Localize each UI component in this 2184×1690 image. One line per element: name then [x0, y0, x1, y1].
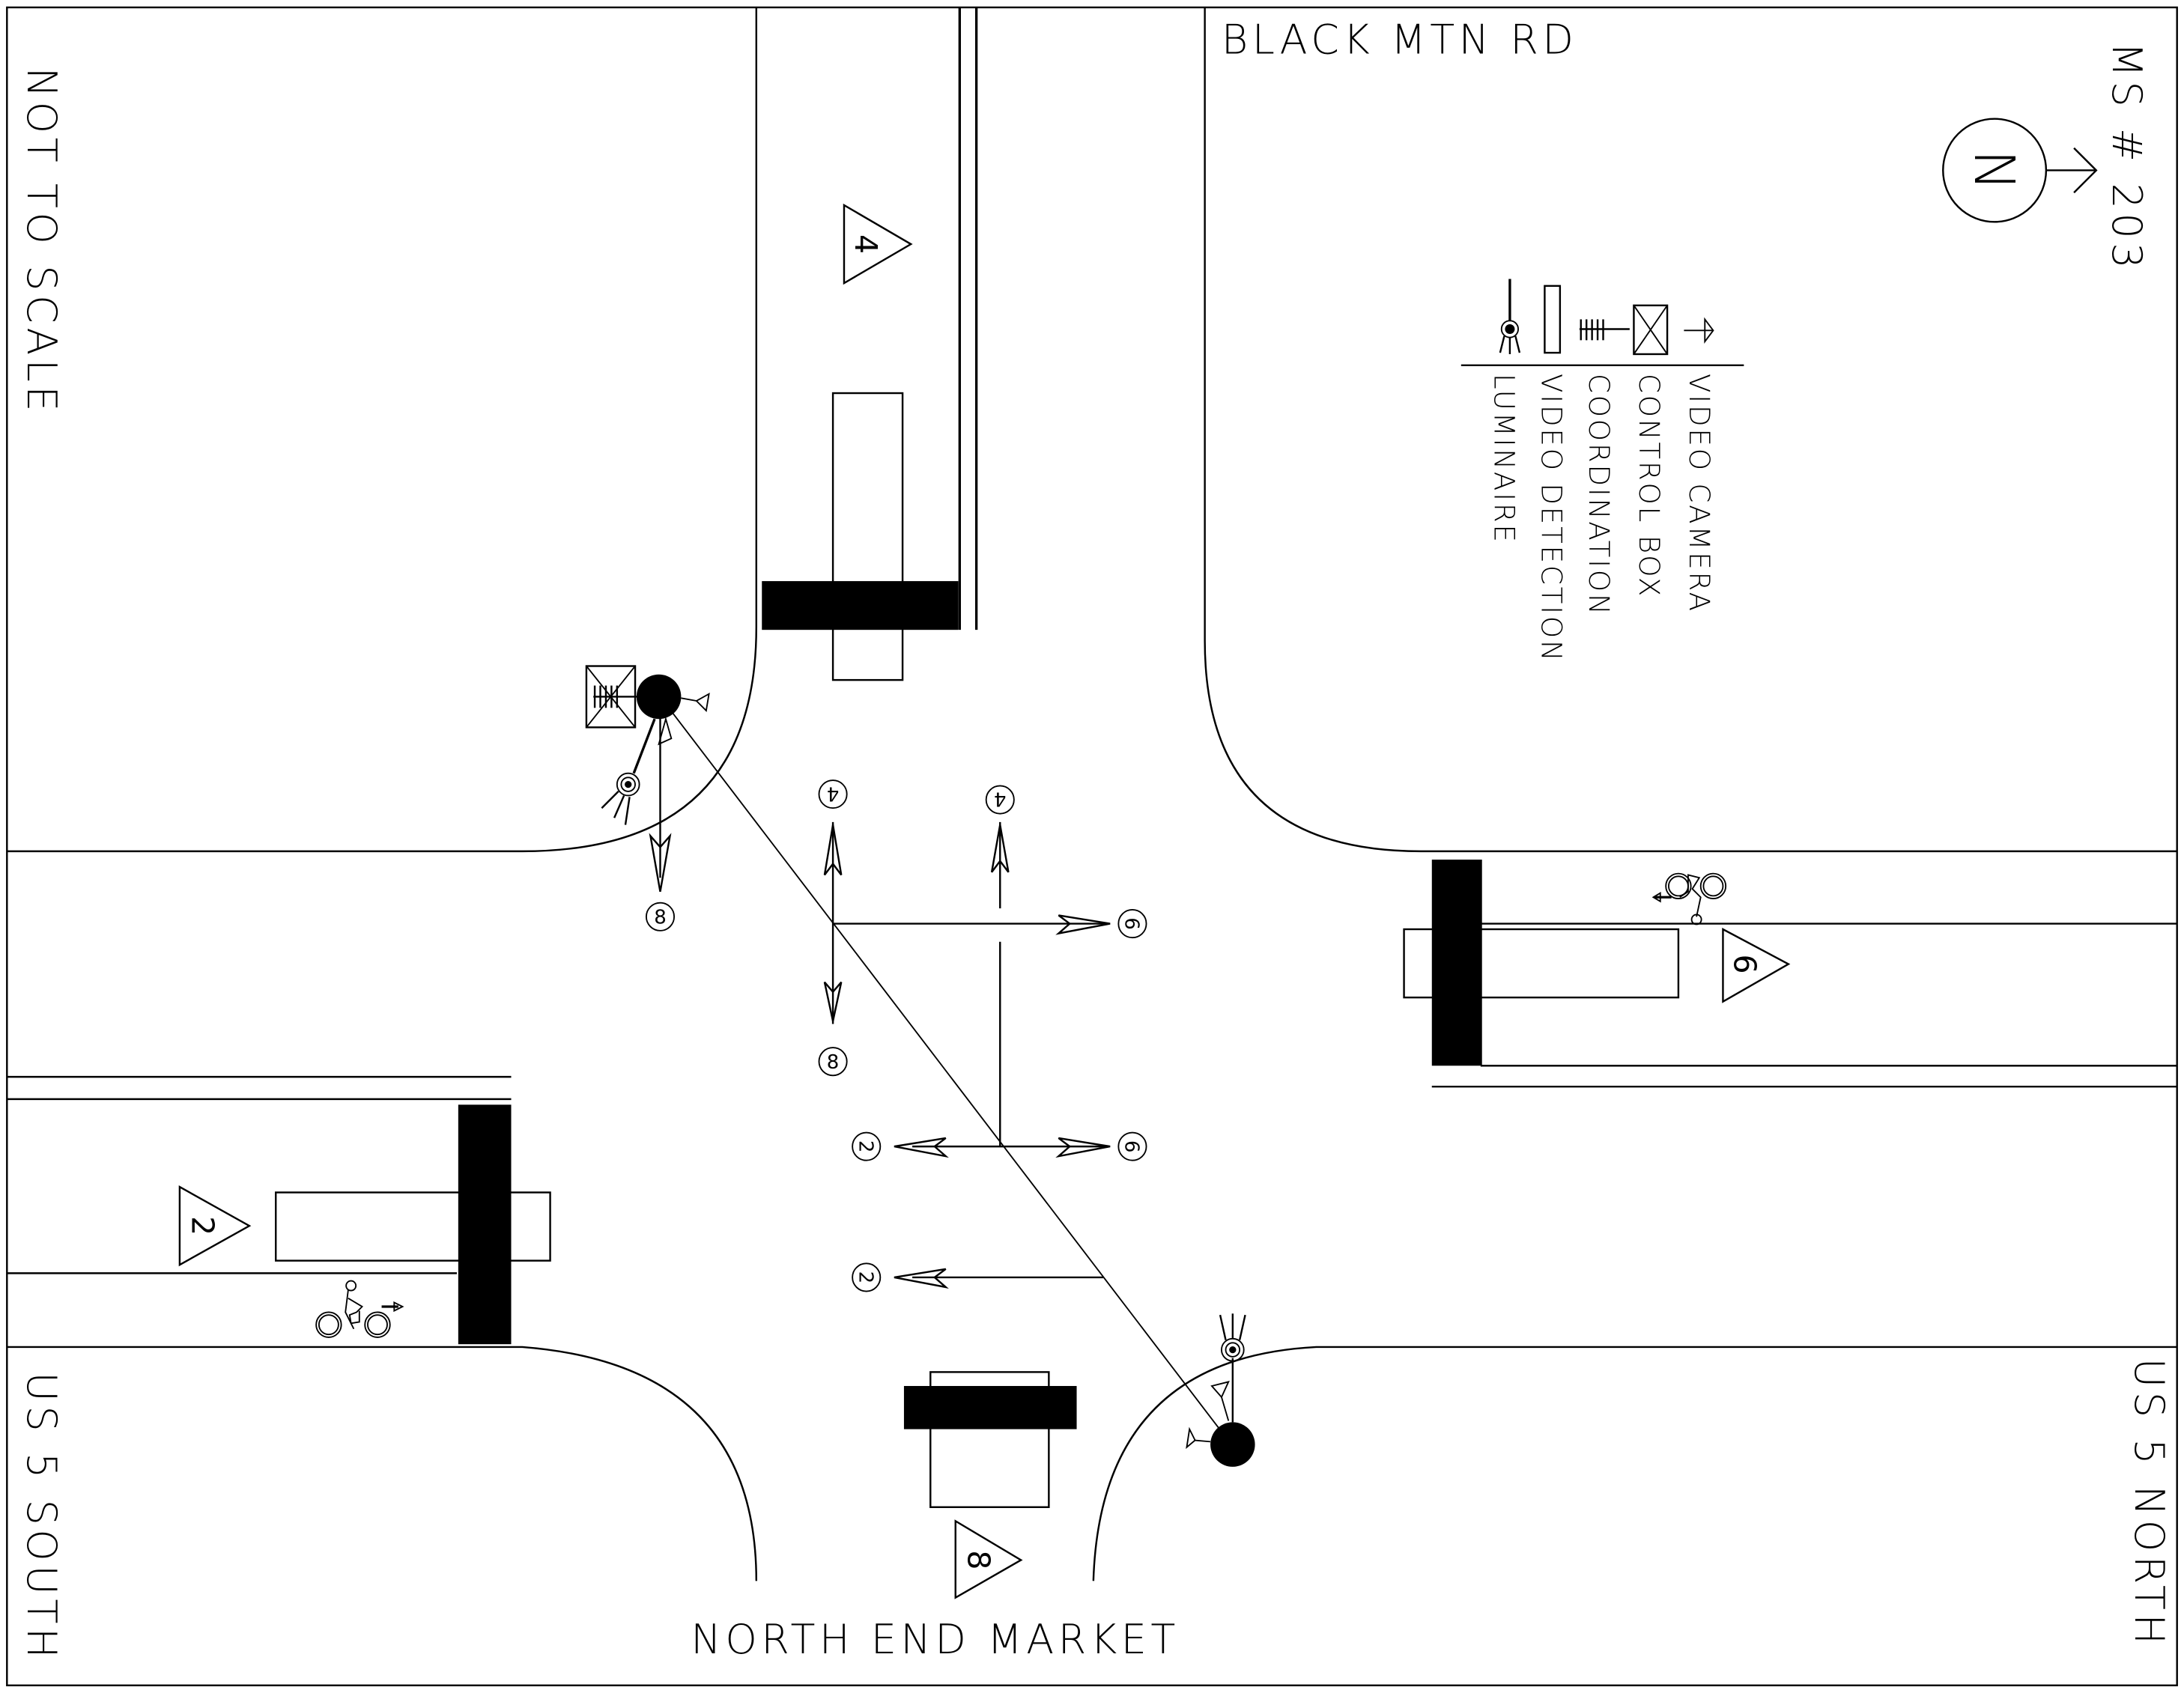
- svg-text:6: 6: [1120, 917, 1143, 930]
- arrow-left-icon: [894, 1268, 949, 1289]
- arrow-left-icon: [894, 1137, 949, 1158]
- phase-triangle-north-label: 4: [848, 234, 884, 254]
- svg-text:8: 8: [827, 1051, 840, 1074]
- phase-triangle-south-label: 8: [960, 1550, 996, 1569]
- street-label-north: BLACK MTN RD: [1222, 16, 1578, 63]
- signal-head-phase-4: 4: [818, 779, 848, 809]
- se-corner-curb: [1092, 1346, 2177, 1581]
- arrow-down-icon: [649, 833, 672, 893]
- arrow-up-icon: [823, 824, 843, 876]
- signal-pole-nw: [585, 665, 710, 825]
- phase-triangle-west-label: 2: [185, 1216, 221, 1235]
- drawing-border: [6, 6, 2178, 1687]
- svg-text:6: 6: [1120, 1140, 1143, 1153]
- phase-triangle-south: [954, 1519, 1023, 1599]
- legend-label-luminaire: LUMINAIRE: [1487, 374, 1520, 544]
- road-edges: [7, 7, 2177, 1581]
- legend: VIDEO CAMERA CONTROL BOX COORDINATION VI…: [1460, 279, 1744, 663]
- stop-bar-west: [458, 1104, 512, 1345]
- svg-text:4: 4: [994, 788, 1007, 810]
- signal-head-phase-2: 2: [852, 1131, 882, 1161]
- signal-pole-icon: [1210, 1422, 1255, 1467]
- luminaire-icon: [601, 718, 656, 825]
- stop-bar-east: [1431, 860, 1482, 1066]
- video-detection-zone-south: [929, 1371, 1050, 1508]
- svg-text:2: 2: [854, 1140, 876, 1153]
- signal-head-phase-8: 8: [645, 902, 676, 931]
- svg-text:N: N: [1962, 150, 2027, 192]
- east-approach: 6: [1403, 860, 1791, 1066]
- video-detection-zone-north: [831, 392, 904, 681]
- signal-head-phase-8: 8: [818, 1047, 848, 1077]
- signal-pole-se: [1186, 1313, 1255, 1467]
- bicycle-icon: [315, 1280, 404, 1338]
- video-camera-icon: [1210, 1381, 1230, 1421]
- bicycle-icon: [1651, 872, 1727, 925]
- phase-triangle-east-label: 6: [1726, 954, 1762, 973]
- video-detection-zone-west: [275, 1191, 551, 1262]
- video-detection-zone-east: [1403, 928, 1680, 999]
- stop-bar-south: [903, 1385, 1077, 1429]
- legend-label-video-camera: VIDEO CAMERA: [1683, 374, 1716, 613]
- arrow-right-icon: [1055, 1137, 1111, 1158]
- legend-video-camera-icon: [1684, 317, 1714, 344]
- coordination-icon: [593, 685, 641, 708]
- signal-pole-icon: [636, 674, 682, 720]
- phase-triangle-east: [1722, 927, 1791, 1003]
- drawing-title: MS # 203: [2103, 42, 2150, 273]
- svg-text:2: 2: [854, 1271, 876, 1284]
- phase-triangle-north: [843, 203, 913, 285]
- phase-circles: 8 4 4 6 8 2 6 2: [645, 779, 1147, 1292]
- signal-head-phase-6: 6: [1117, 909, 1147, 939]
- sw-corner-curb: [7, 1346, 758, 1581]
- legend-coordination-icon: [1579, 319, 1630, 341]
- luminaire-icon: [1219, 1313, 1246, 1362]
- arrow-right-icon: [1055, 914, 1111, 935]
- signal-head-phase-4: 4: [985, 785, 1015, 815]
- north-approach: 4: [762, 203, 959, 681]
- scale-note: NOT TO SCALE: [18, 67, 65, 416]
- street-label-south: NORTH END MARKET: [691, 1616, 1180, 1663]
- signal-arrows: [649, 824, 1111, 1289]
- legend-label-control-box: CONTROL BOX: [1633, 374, 1666, 598]
- video-camera-icon: [1186, 1426, 1211, 1450]
- video-camera-icon: [681, 692, 710, 712]
- video-camera-icon: [658, 716, 673, 746]
- legend-luminaire-icon: [1499, 279, 1521, 354]
- signal-head-phase-2: 2: [852, 1262, 882, 1292]
- mast-arm-span: [659, 696, 1232, 1445]
- stop-bar-north: [762, 581, 959, 630]
- arrow-down-icon: [823, 981, 843, 1022]
- signal-head-phase-6: 6: [1117, 1131, 1147, 1161]
- ne-corner-curb: [1204, 641, 2177, 853]
- street-label-west: US 5 SOUTH: [18, 1372, 65, 1662]
- arrow-up-icon: [990, 824, 1010, 873]
- west-approach: 2: [178, 1104, 551, 1345]
- svg-text:4: 4: [827, 782, 840, 804]
- legend-label-video-detection: VIDEO DETECTION: [1535, 374, 1568, 663]
- phase-triangle-west: [178, 1185, 252, 1267]
- street-label-east: US 5 NORTH: [2126, 1358, 2173, 1649]
- south-approach: 8: [903, 1371, 1077, 1599]
- legend-control-box-icon: [1633, 304, 1669, 356]
- nw-corner-curb: [7, 627, 758, 853]
- legend-label-coordination: COORDINATION: [1583, 374, 1616, 617]
- svg-text:8: 8: [654, 907, 667, 929]
- legend-video-detection-icon: [1544, 285, 1562, 354]
- north-arrow-icon: N: [1942, 118, 2098, 223]
